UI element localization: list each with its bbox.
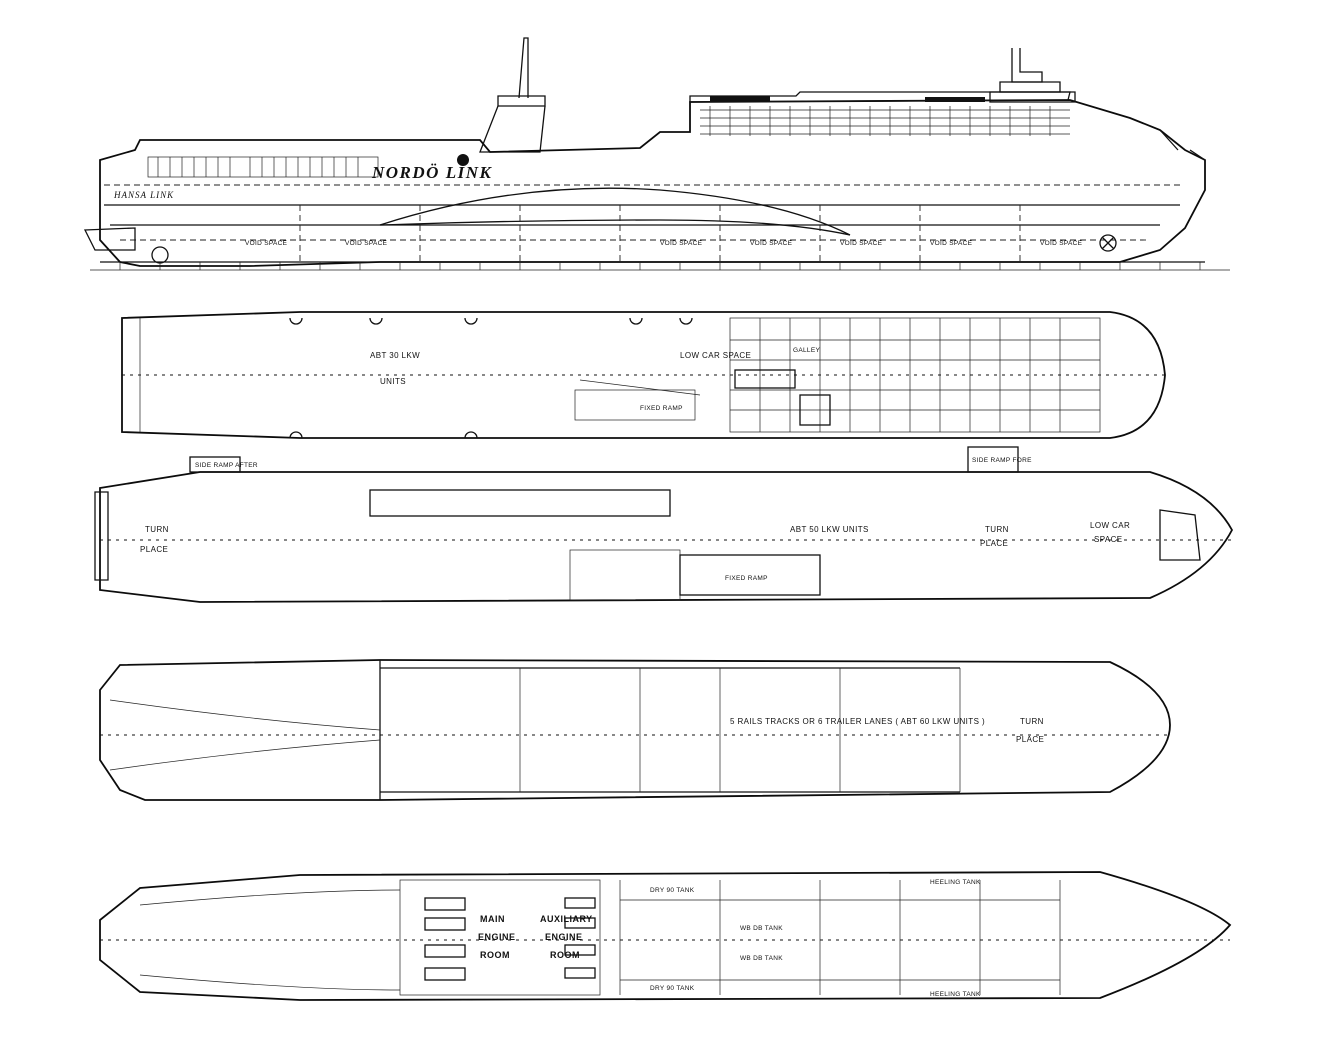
- casing-aft: [369, 489, 671, 517]
- void-space-label: VOID SPACE: [245, 240, 288, 247]
- engine-deck-outline: [99, 871, 1232, 1001]
- turn-place-aft: PLACE: [140, 545, 168, 554]
- space-label: SPACE: [1094, 535, 1123, 544]
- profile-view: NORDÖ LINK HANSA LINK VOID SPACE VOID SP…: [83, 37, 1230, 271]
- ship-name-label: NORDÖ LINK: [371, 163, 492, 182]
- main-engine-room-label: ROOM: [480, 950, 510, 960]
- bridge-mast: [1011, 48, 1043, 83]
- side-ramp-aft: [189, 456, 241, 473]
- turn-place-fwd: TURN: [985, 525, 1009, 534]
- rudder: [83, 227, 136, 251]
- turn-place-aft: TURN: [145, 525, 169, 534]
- tank-label: WB DB TANK: [740, 955, 783, 962]
- side-ramp-aft-label: SIDE RAMP AFTER: [195, 462, 258, 469]
- cargo-capacity-label: ABT 50 LKW UNITS: [790, 525, 869, 534]
- void-space-label: VOID SPACE: [345, 240, 388, 247]
- stern-name-label: HANSA LINK: [113, 190, 174, 200]
- fixed-ramp-label: FIXED RAMP: [640, 405, 683, 412]
- tank-label: HEELING TANK: [930, 879, 981, 886]
- turn-place-fwd: PLACE: [980, 539, 1008, 548]
- void-space-label: VOID SPACE: [840, 240, 883, 247]
- side-ramp-fore-label: SIDE RAMP FORE: [972, 457, 1032, 464]
- window-row: [147, 106, 1070, 178]
- galley-label: GALLEY: [793, 347, 820, 354]
- cargo-capacity-label: 5 RAILS TRACKS OR 6 TRAILER LANES ( ABT …: [730, 717, 985, 726]
- aux-engine-room-label: ROOM: [550, 950, 580, 960]
- aux-engine-room-label: ENGINE: [545, 932, 583, 942]
- main-engine-room-label: ENGINE: [478, 932, 516, 942]
- place-label: PLACE: [1016, 735, 1044, 744]
- main-deck-outline: [99, 471, 1234, 603]
- engine-deck-plan: MAIN ENGINE ROOM AUXILIARY ENGINE ROOM D…: [99, 871, 1232, 1001]
- tank-label: DRY 90 TANK: [650, 887, 695, 894]
- upper-deck-plan: ABT 30 LKW UNITS LOW CAR SPACE FIXED RAM…: [121, 311, 1166, 439]
- tank-label: HEELING TANK: [930, 991, 981, 998]
- side-ramp-fore: [967, 446, 1019, 473]
- propeller-icon: [151, 246, 169, 264]
- engine-room: [399, 879, 601, 996]
- funnel: [479, 105, 546, 153]
- tank-deck-plan: 5 RAILS TRACKS OR 6 TRAILER LANES ( ABT …: [99, 659, 1171, 801]
- low-car-label: LOW CAR: [1090, 521, 1130, 530]
- void-space-label: VOID SPACE: [750, 240, 793, 247]
- void-space-label: VOID SPACE: [660, 240, 703, 247]
- bow-thruster-icon: [1099, 234, 1117, 252]
- units-label: UNITS: [380, 377, 406, 386]
- tank-label: WB DB TANK: [740, 925, 783, 932]
- main-deck-plan: TURN PLACE ABT 50 LKW UNITS TURN PLACE L…: [94, 446, 1234, 603]
- turn-label: TURN: [1020, 717, 1044, 726]
- accommodation-block: [729, 317, 1101, 433]
- main-engine-room-label: MAIN: [480, 914, 505, 924]
- fixed-ramp-label: FIXED RAMP: [725, 575, 768, 582]
- stern-door: [94, 491, 109, 581]
- aux-engine-room-label: AUXILIARY: [540, 914, 593, 924]
- tank-deck-outline: [99, 659, 1171, 801]
- hull-profile: [99, 99, 1206, 267]
- low-car-space-label: LOW CAR SPACE: [680, 351, 751, 360]
- funnel-logo: [457, 154, 469, 166]
- aft-mast: [518, 37, 529, 99]
- fixed-ramp: [679, 554, 821, 596]
- cargo-capacity-label: ABT 30 LKW: [370, 351, 420, 360]
- void-space-label: VOID SPACE: [930, 240, 973, 247]
- tank-label: DRY 90 TANK: [650, 985, 695, 992]
- void-space-label: VOID SPACE: [1040, 240, 1083, 247]
- fixed-ramp: [574, 389, 696, 421]
- bow-ramp: [1159, 509, 1201, 561]
